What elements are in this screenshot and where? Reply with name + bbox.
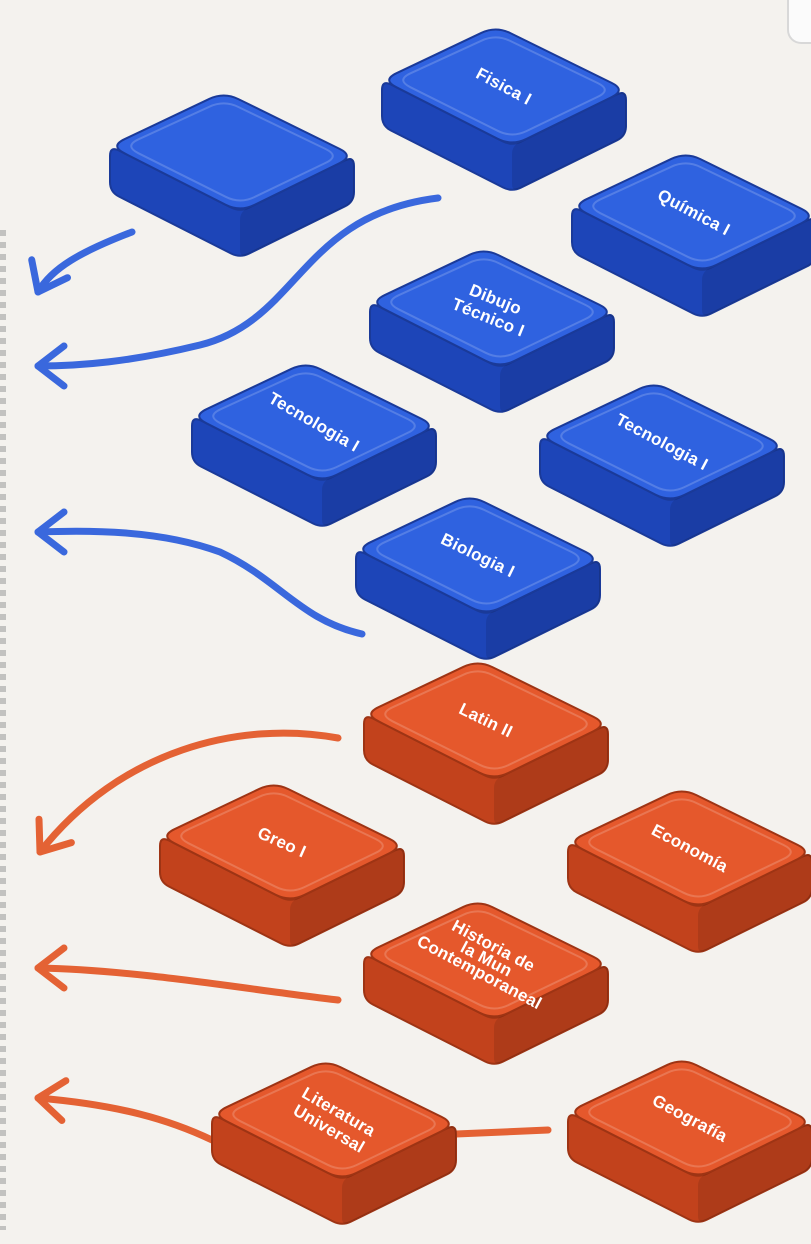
block-tecnologia-left: Tecnologia I <box>191 364 437 527</box>
block-top <box>166 784 398 900</box>
block-side-shade <box>500 314 614 412</box>
block-side-shade <box>240 158 354 256</box>
block-top <box>546 384 778 500</box>
block-tecnologia-right: Tecnologia I <box>539 384 785 547</box>
block-top <box>198 364 430 480</box>
arrowhead <box>34 508 68 556</box>
blue-arrow-3 <box>34 508 366 638</box>
block-side-shade <box>512 92 626 190</box>
block-highlight <box>588 1068 792 1168</box>
orange-arrow-2 <box>34 944 342 1004</box>
orange-arrow-3 <box>34 1077 216 1144</box>
block-side-shade <box>342 1126 456 1224</box>
block-side-shade <box>698 1124 811 1222</box>
block-quimica: Química I <box>571 154 811 317</box>
arrow-shaft <box>34 964 342 1004</box>
block-top <box>574 1060 806 1176</box>
arrowhead <box>34 1077 70 1124</box>
block-side-shade <box>486 561 600 659</box>
block-side-shade <box>702 218 811 316</box>
blue-arrow-2 <box>34 194 442 390</box>
arrowhead <box>34 342 68 390</box>
block-top <box>370 902 602 1018</box>
block-side-shade <box>494 966 608 1064</box>
block-fisica: Fisica I <box>381 28 627 191</box>
block-dibujo: DibujoTécnico I <box>369 250 615 413</box>
block-side-shade <box>698 854 811 952</box>
block-geografia: Geografía <box>567 1060 811 1223</box>
block-latin: Latin II <box>363 662 609 825</box>
block-top <box>578 154 810 270</box>
block-top <box>388 28 620 144</box>
arrow-shaft <box>34 228 136 296</box>
arrows-layer <box>28 194 552 1144</box>
block-griego: Greo I <box>159 784 405 947</box>
block-highlight <box>390 258 594 358</box>
block-side-shade <box>494 726 608 824</box>
block-highlight <box>588 798 792 898</box>
blue-arrow-1 <box>28 228 136 296</box>
block-side-shade <box>670 448 784 546</box>
arrowhead <box>34 944 68 992</box>
arrow-shaft <box>36 729 342 856</box>
block-highlight <box>384 670 588 770</box>
block-side-shade <box>322 428 436 526</box>
block-biologia: Biologia I <box>355 497 601 660</box>
arrow-shaft <box>34 194 442 370</box>
block-top <box>116 94 348 210</box>
block-historia: Historia dela MunContemporaneal <box>363 902 609 1065</box>
left-dashed-edge <box>0 230 6 1230</box>
literatura-geografia-connector <box>452 1126 552 1138</box>
block-top <box>370 662 602 778</box>
arrowhead <box>28 256 71 296</box>
arrow-shaft <box>34 527 366 638</box>
block-highlight <box>384 910 588 1010</box>
block-highlight <box>232 1070 436 1170</box>
block-blank <box>109 94 355 257</box>
block-highlight <box>130 102 334 202</box>
block-side-shade <box>290 848 404 946</box>
block-economia: Economía <box>567 790 811 953</box>
block-highlight <box>560 392 764 492</box>
block-literatura: LiteraturaUniversal <box>211 1062 457 1225</box>
orange-arrow-1 <box>35 729 342 856</box>
block-top <box>376 250 608 366</box>
block-highlight <box>402 36 606 136</box>
arrowhead <box>35 815 75 856</box>
block-top <box>218 1062 450 1178</box>
block-highlight <box>180 792 384 892</box>
block-highlight <box>376 505 580 605</box>
arrow-shaft <box>34 1094 216 1144</box>
block-top <box>362 497 594 613</box>
corner-fold-mark <box>787 0 811 44</box>
block-highlight <box>592 162 796 262</box>
block-highlight <box>212 372 416 472</box>
block-top <box>574 790 806 906</box>
